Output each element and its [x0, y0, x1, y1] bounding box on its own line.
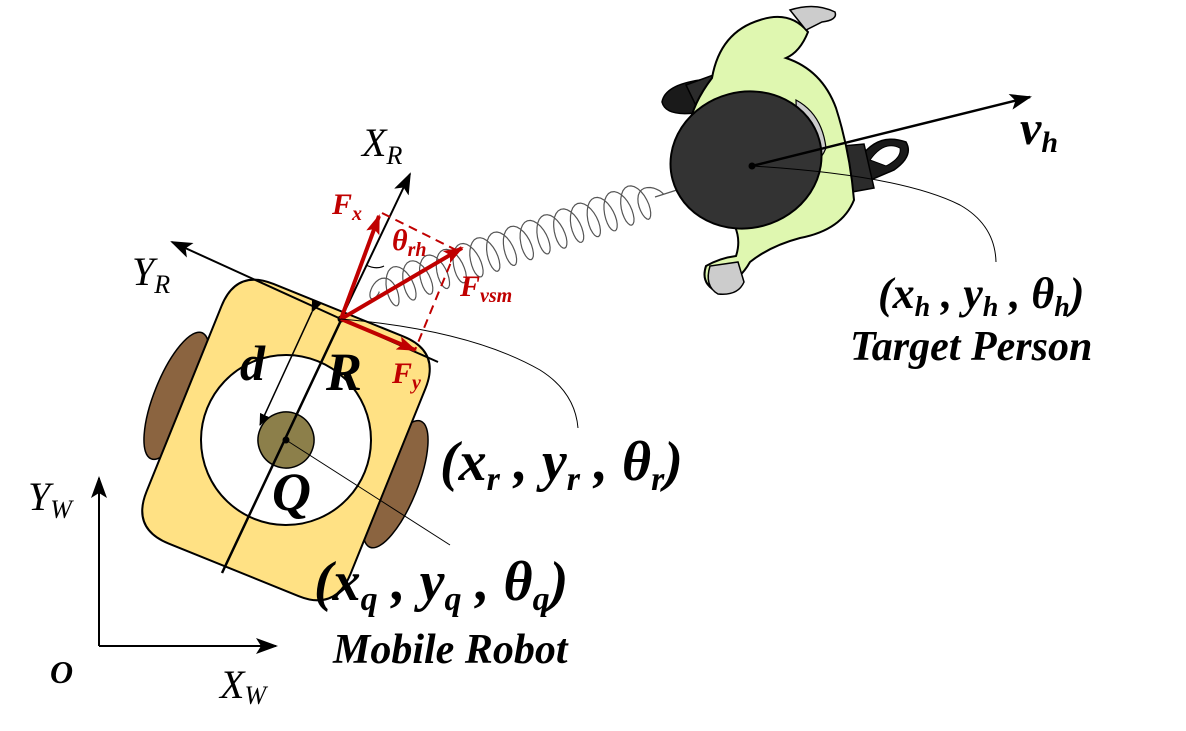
- velocity-vh-arrow: [751, 94, 1032, 168]
- target-person: [661, 5, 909, 295]
- velocity-vh-label: vh: [1020, 102, 1058, 159]
- world-y-axis-label: YW: [28, 474, 74, 524]
- world-frame: O XW YW: [28, 474, 278, 710]
- robot-q-pose-label: (xq , yq , θq): [314, 551, 568, 618]
- world-origin-label: O: [50, 654, 73, 690]
- robot-caption: Mobile Robot: [332, 627, 569, 673]
- force-dashed-top: [381, 212, 457, 251]
- point-r-label: R: [325, 342, 362, 402]
- robot-y-axis-label: YR: [132, 249, 170, 299]
- r-to-pose-leader: [340, 318, 579, 429]
- human-pose-label: (xh , yh , θh): [878, 269, 1084, 323]
- force-fy-arrow: [340, 317, 417, 352]
- distance-d-arrow: [259, 299, 322, 426]
- force-vectors: Fx Fy Fvsm θrh: [331, 188, 512, 394]
- q-to-pose-leader: [285, 439, 451, 546]
- virtual-spring: [369, 185, 664, 307]
- force-fx-arrow: [339, 214, 381, 320]
- theta-rh-arc: [365, 264, 385, 269]
- person-caption: Target Person: [850, 324, 1092, 370]
- force-fvsm-arrow: [339, 246, 464, 321]
- world-x-axis-label: XW: [218, 662, 268, 710]
- force-dashed-right: [414, 249, 457, 351]
- theta-rh-label: θrh: [392, 224, 426, 261]
- distance-d-label: d: [240, 335, 266, 391]
- person-hand-lower: [707, 261, 745, 295]
- robot-y-axis: [170, 241, 342, 320]
- robot-x-axis: [340, 172, 411, 320]
- robot-r-pose-label: (xr , yr , θr): [440, 431, 683, 498]
- force-fvsm-label: Fvsm: [459, 270, 512, 307]
- h-to-pose-leader: [751, 165, 997, 263]
- robot-heading-line: [220, 315, 345, 574]
- person-hand: [788, 5, 837, 31]
- person-right-shoe-sole: [869, 145, 901, 167]
- point-q-label: Q: [272, 462, 311, 522]
- robot-x-axis-label: XR: [360, 120, 402, 170]
- person-head: [669, 90, 823, 230]
- force-fy-label: Fy: [391, 357, 421, 394]
- force-fx-label: Fx: [331, 188, 362, 225]
